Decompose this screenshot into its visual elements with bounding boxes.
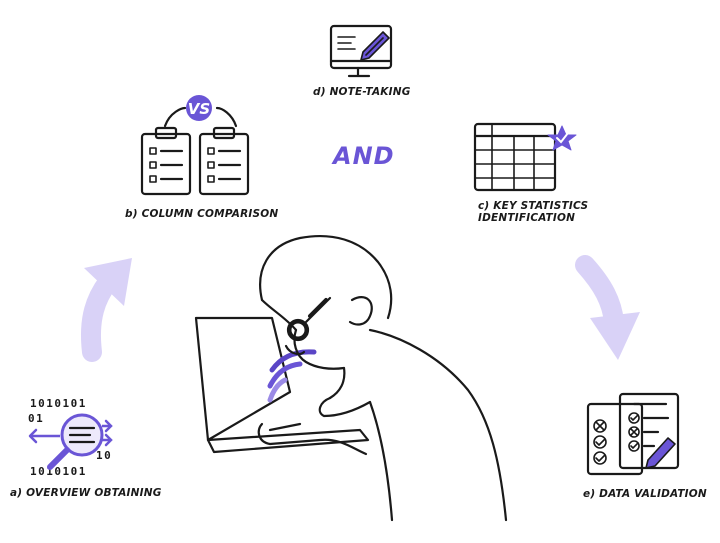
binary-top-text: 1010101 [30,397,87,410]
binary-bottom-text: 1010101 [30,465,87,478]
overview-obtaining-label: a) OVERVIEW OBTAINING [10,487,162,499]
binary-left-text: 01 [28,412,45,425]
magnifier-data-icon [28,413,113,470]
spreadsheet-star-icon [473,122,577,192]
checklist-validation-icon [586,392,680,476]
svg-text:VS: VS [188,100,210,118]
key-statistics-label-line2: IDENTIFICATION [478,212,576,224]
note-taking-label: d) NOTE-TAKING [313,86,411,98]
data-validation-label: e) DATA VALIDATION [583,488,707,500]
key-statistics-label-line1: c) KEY STATISTICS [478,200,589,212]
column-comparison-label: b) COLUMN COMPARISON [125,208,279,220]
and-connector: AND [333,142,395,170]
clipboards-comparison-icon: VS [140,95,250,196]
monitor-pencil-icon [329,24,393,78]
binary-right-text: 10 [96,449,113,462]
